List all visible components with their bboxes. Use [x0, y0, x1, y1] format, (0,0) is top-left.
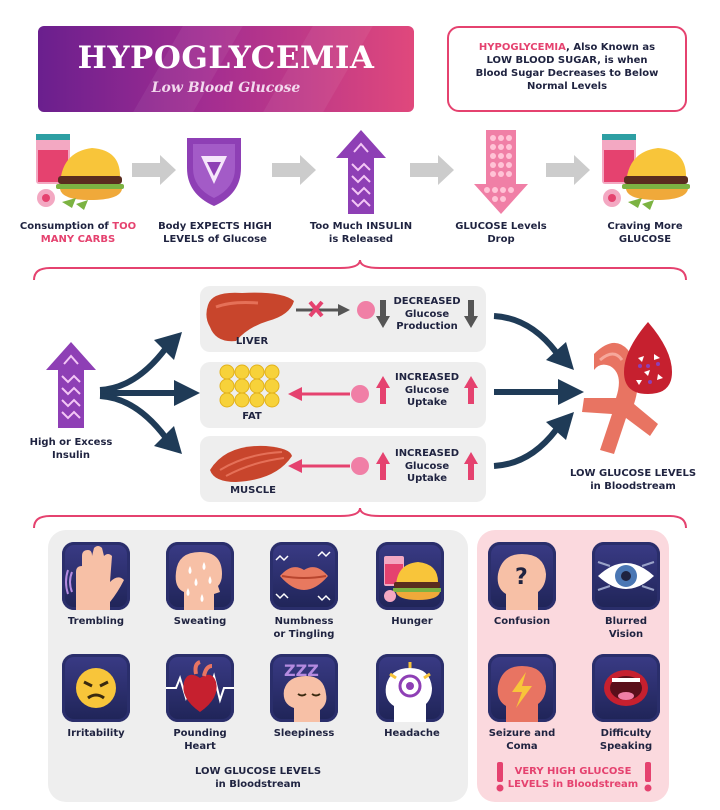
branch-arrows [99, 332, 200, 454]
bracket-divider [33, 507, 687, 529]
eye-icon [592, 542, 660, 610]
title-banner: HYPOGLYCEMIA Low Blood Glucose [38, 26, 414, 112]
down-arrow-icon [464, 300, 478, 328]
symptom-label: Trembling [67, 616, 125, 627]
angry-face-icon [62, 654, 130, 722]
symptom-label: Headache [384, 728, 440, 739]
symptom-label: Sweating [173, 616, 227, 627]
insulin-arrow-icon [46, 342, 96, 428]
svg-text:?: ? [515, 565, 528, 590]
up-arrow-icon [464, 376, 478, 404]
warning-icon [642, 762, 654, 792]
definition-term: HYPOGLYCEMIA [478, 42, 567, 53]
up-arrow-icon [464, 452, 478, 480]
up-arrow-icon [376, 376, 390, 404]
flow-step-1-label: Consumption of TOO MANY CARBS [19, 221, 137, 245]
warning-icon [494, 762, 506, 792]
definition-text: Blood Sugar Decreases to Below [475, 68, 659, 79]
symptom-label: Confusion [493, 616, 551, 627]
glucose-uptake-arrow [288, 457, 369, 475]
organ-label-muscle: MUSCLE [230, 485, 276, 496]
lips-icon [270, 542, 338, 610]
up-arrow-icon [376, 452, 390, 480]
converge-arrows [493, 313, 584, 469]
drink-burger-icon [36, 134, 124, 210]
drink-burger-icon [376, 542, 444, 610]
definition-box: HYPOGLYCEMIA, Also Known as LOW BLOOD SU… [447, 26, 687, 112]
definition-text: Normal Levels [526, 81, 608, 92]
mouth-icon [592, 654, 660, 722]
sweat-head-icon [166, 542, 234, 610]
flow-arrow-icon [272, 155, 316, 185]
question-head-icon: ? [488, 542, 556, 610]
definition-text: , Also Known as [566, 42, 656, 53]
organ-label-fat: FAT [242, 411, 262, 422]
heart-icon [166, 654, 234, 722]
muscle-icon [210, 445, 292, 482]
symptom-label: Hunger [391, 616, 433, 627]
flow-arrow-icon [132, 155, 176, 185]
insulin-arrow-icon [336, 130, 386, 214]
symptom-label: Sleepiness [273, 728, 335, 739]
hand-icon [62, 542, 130, 610]
page-title: HYPOGLYCEMIA [77, 40, 375, 76]
liver-icon [206, 292, 294, 342]
lightning-head-icon [488, 654, 556, 722]
drink-burger-icon [602, 134, 690, 210]
fat-cells-icon [219, 364, 280, 408]
blood-vessel-icon [582, 322, 672, 454]
organ-label-liver: LIVER [235, 336, 269, 347]
glucose-uptake-arrow [288, 385, 369, 403]
headache-head-icon [376, 654, 444, 722]
bracket-divider [33, 259, 687, 281]
page-subtitle: Low Blood Glucose [151, 80, 301, 96]
symptom-label: Irritability [67, 728, 125, 739]
shield-icon [187, 138, 241, 206]
down-arrow-icon [376, 300, 390, 328]
flow-arrow-icon [410, 155, 454, 185]
blocked-glucose-icon [296, 300, 375, 319]
definition-text: LOW BLOOD SUGAR, is when [486, 55, 648, 66]
flow-arrow-icon [546, 155, 590, 185]
sleep-head-icon: ZZZ [270, 654, 338, 722]
glucose-down-arrow-icon [474, 130, 528, 214]
svg-text:ZZZ: ZZZ [284, 661, 319, 680]
